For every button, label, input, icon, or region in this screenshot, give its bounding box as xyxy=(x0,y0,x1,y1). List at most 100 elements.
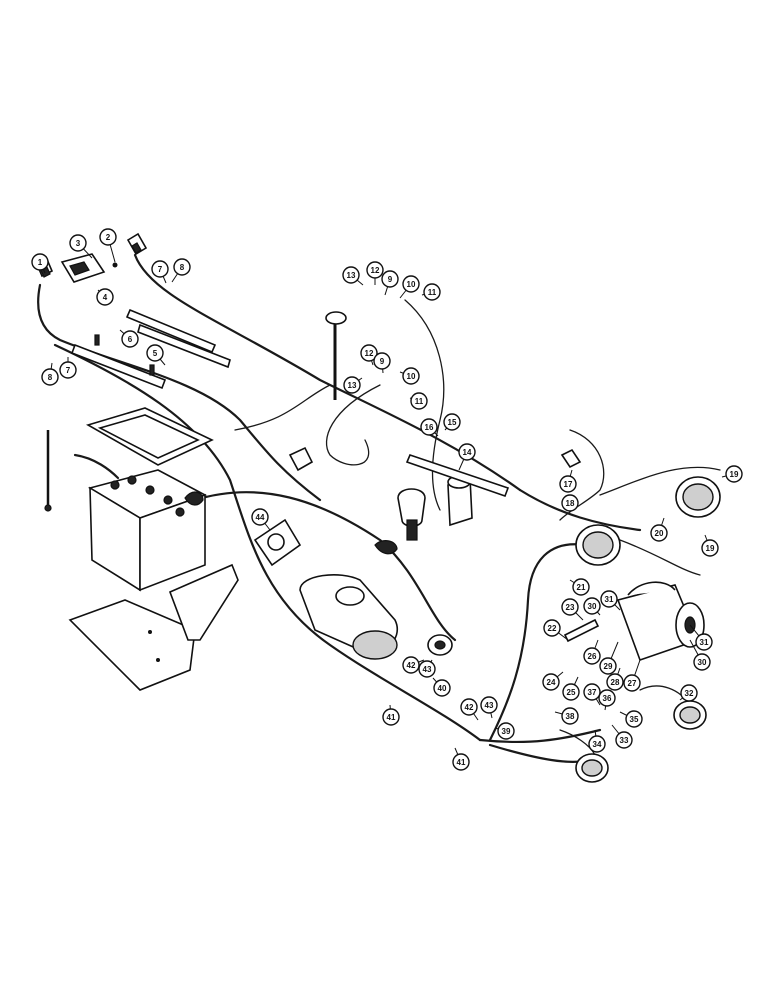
callout-30: 30 xyxy=(689,639,711,671)
callout-number: 18 xyxy=(566,499,575,508)
callout-11: 11 xyxy=(409,392,428,410)
callout-number: 32 xyxy=(685,689,694,698)
callout-bubble xyxy=(173,258,191,276)
callout-bubble xyxy=(418,660,436,678)
callout-number: 14 xyxy=(463,448,472,457)
callout-number: 30 xyxy=(698,658,707,667)
callout-bubble xyxy=(121,330,139,348)
generator xyxy=(616,581,705,662)
callout-13: 13 xyxy=(343,376,363,394)
distributor xyxy=(397,488,426,541)
callout-bubble xyxy=(606,673,624,691)
callout-bubble xyxy=(460,698,478,716)
callout-bubble xyxy=(599,657,617,675)
callout-number: 17 xyxy=(564,480,573,489)
callout-bubble xyxy=(69,234,87,252)
callout-bubble xyxy=(59,361,77,379)
callout-bubble xyxy=(366,261,384,279)
callout-bubble xyxy=(561,598,579,616)
callout-8: 8 xyxy=(41,362,59,386)
starter-switch-boot xyxy=(374,540,398,555)
mounting-bracket-upper xyxy=(125,308,231,369)
callout-bubble xyxy=(433,679,451,697)
callout-number: 7 xyxy=(66,366,71,375)
callout-39: 39 xyxy=(494,722,515,740)
callout-27: 27 xyxy=(623,659,641,692)
callout-41: 41 xyxy=(382,704,400,726)
callout-number: 16 xyxy=(425,423,434,432)
callout-12: 12 xyxy=(366,261,384,285)
callout-number: 12 xyxy=(365,349,374,358)
callout-1: 1 xyxy=(31,253,49,274)
callout-number: 36 xyxy=(603,694,612,703)
callout-number: 22 xyxy=(548,624,557,633)
callout-24: 24 xyxy=(542,671,564,691)
callout-bubble xyxy=(420,418,438,436)
callout-bubble xyxy=(625,710,643,728)
callout-19: 19 xyxy=(721,465,743,483)
callout-number: 21 xyxy=(577,583,586,592)
headlight-right xyxy=(675,476,721,518)
callout-bubble xyxy=(543,619,561,637)
callout-number: 5 xyxy=(153,349,158,358)
light-switch xyxy=(560,448,582,469)
callout-30: 30 xyxy=(583,597,601,616)
callout-number: 41 xyxy=(457,758,466,767)
callout-bubble xyxy=(146,344,164,362)
callout-number: 10 xyxy=(407,372,416,381)
tail-light-right xyxy=(673,700,707,730)
callout-bubble xyxy=(497,722,515,740)
coil-bracket xyxy=(405,454,510,498)
callout-bubble xyxy=(342,266,360,284)
callout-bubble xyxy=(623,674,641,692)
callout-number: 4 xyxy=(103,293,108,302)
callout-number: 44 xyxy=(256,513,265,522)
callout-38: 38 xyxy=(554,707,579,725)
callout-number: 26 xyxy=(588,652,597,661)
callout-number: 39 xyxy=(502,727,511,736)
callout-7: 7 xyxy=(151,260,169,284)
callout-bubble xyxy=(680,684,698,702)
callout-11: 11 xyxy=(421,283,441,301)
callout-number: 7 xyxy=(158,265,163,274)
callout-number: 11 xyxy=(415,397,424,406)
callout-bubble xyxy=(695,633,713,651)
callout-bubble xyxy=(373,352,391,370)
callout-number: 38 xyxy=(566,712,575,721)
callout-bubble xyxy=(693,653,711,671)
callout-bubble xyxy=(572,578,590,596)
callout-bubble xyxy=(452,753,470,771)
callout-number: 42 xyxy=(407,661,416,670)
callout-number: 10 xyxy=(407,280,416,289)
callout-number: 42 xyxy=(465,703,474,712)
callout-19: 19 xyxy=(701,534,719,557)
callout-17: 17 xyxy=(559,469,577,493)
callout-number: 35 xyxy=(630,715,639,724)
callout-bubble xyxy=(382,708,400,726)
callout-43: 43 xyxy=(418,659,436,678)
callout-8: 8 xyxy=(171,258,191,283)
callout-bubble xyxy=(360,344,378,362)
callout-bubble xyxy=(458,443,476,461)
callout-number: 13 xyxy=(347,271,356,280)
callout-number: 41 xyxy=(387,713,396,722)
callout-29: 29 xyxy=(599,641,619,675)
callout-bubble xyxy=(583,597,601,615)
callout-bubble xyxy=(725,465,743,483)
callout-number: 8 xyxy=(180,263,185,272)
callout-20: 20 xyxy=(650,517,668,542)
callout-number: 20 xyxy=(655,529,664,538)
callout-bubble xyxy=(402,367,420,385)
callout-number: 12 xyxy=(371,266,380,275)
callout-number: 34 xyxy=(593,740,602,749)
junction-block xyxy=(60,253,118,283)
callout-number: 1 xyxy=(38,258,43,267)
callout-3: 3 xyxy=(69,234,93,259)
callout-number: 31 xyxy=(605,595,614,604)
callout-43: 43 xyxy=(480,696,498,719)
callout-40: 40 xyxy=(432,677,451,697)
callout-31: 31 xyxy=(600,590,621,611)
callout-bubble xyxy=(562,683,580,701)
